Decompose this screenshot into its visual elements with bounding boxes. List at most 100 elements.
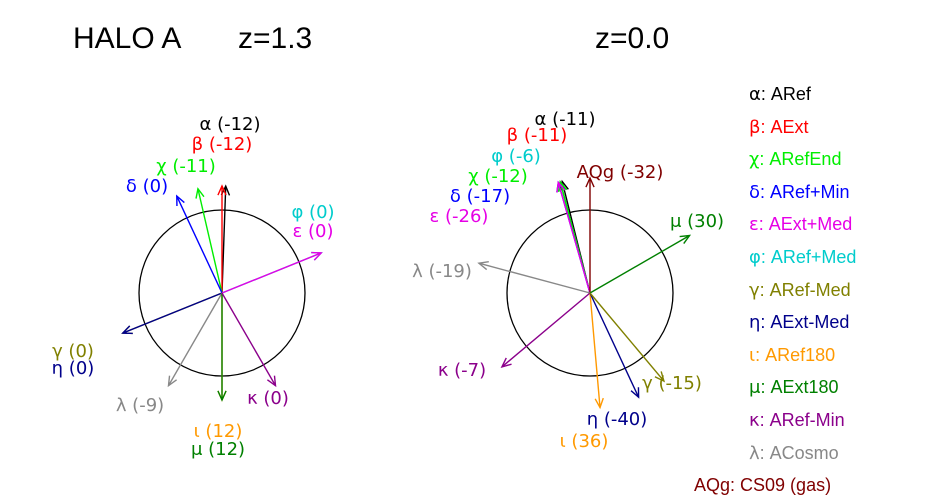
z00-label-kappa: κ (-7) bbox=[438, 360, 486, 381]
redshift-right-title: z=0.0 bbox=[595, 22, 670, 55]
legend-symbol: β bbox=[749, 116, 761, 138]
z13-arrow-eps bbox=[221, 252, 322, 294]
z00-arrowhead-chi bbox=[557, 180, 568, 192]
legend-symbol: χ bbox=[749, 149, 760, 171]
z13-label-delta: δ (0) bbox=[126, 176, 168, 197]
halo-title: HALO A bbox=[73, 22, 182, 55]
z00-arrow-eps bbox=[557, 182, 591, 294]
legend-symbol: μ bbox=[749, 377, 761, 399]
z00-label-eta: η (-40) bbox=[587, 409, 648, 430]
legend-text: : ACosmo bbox=[759, 442, 839, 463]
z00-arrow-gamma bbox=[589, 292, 665, 382]
z13-label-lambda: λ (-9) bbox=[116, 395, 164, 416]
z00-arrowhead-lambda bbox=[477, 260, 489, 271]
z00-label-lambda: λ (-19) bbox=[412, 261, 472, 282]
z13-arrow-lambda bbox=[167, 292, 223, 387]
legend-text: : ARef+Min bbox=[760, 181, 850, 202]
z00-label-chi: χ (-12) bbox=[468, 166, 528, 187]
z00-arrow-eta bbox=[589, 292, 640, 398]
z00-label-beta: β (-11) bbox=[507, 125, 568, 146]
z13-arrow-chi bbox=[197, 188, 223, 294]
z13-arrow-delta bbox=[176, 195, 223, 294]
z13-arrowhead-eps bbox=[311, 251, 323, 261]
z13-arrow-kappa bbox=[221, 292, 277, 387]
legend-text: : ARef bbox=[760, 84, 811, 104]
legend-text: : ARef+Med bbox=[760, 247, 857, 267]
legend-item: α: ARef bbox=[749, 84, 811, 105]
z00-label-alpha: α (-11) bbox=[534, 109, 595, 130]
z00-arrowhead-aqg bbox=[585, 176, 595, 188]
z00-label-iota: ι (36) bbox=[560, 431, 609, 452]
legend-text: : CS09 (gas) bbox=[730, 475, 832, 496]
z00-label-phi: φ (-6) bbox=[491, 146, 541, 167]
legend-text: : AExt180 bbox=[760, 377, 839, 398]
legend-text: : ARefEnd bbox=[759, 149, 842, 170]
z00-arrowhead-alpha bbox=[559, 179, 569, 192]
legend-symbol: ε bbox=[749, 214, 759, 236]
legend-symbol: η bbox=[749, 312, 761, 334]
legend-symbol: κ bbox=[749, 410, 760, 431]
z00-label-eps: ε (-26) bbox=[430, 206, 489, 227]
legend-text: : ARef180 bbox=[755, 344, 836, 365]
z13-label-chi: χ (-11) bbox=[156, 156, 216, 177]
z00-label-aqg: AQg (-32) bbox=[577, 162, 664, 183]
z13-arrowhead-lambda bbox=[167, 375, 178, 388]
z13-label-mu: μ (12) bbox=[191, 439, 245, 460]
z13-arrowhead-kappa bbox=[266, 375, 277, 388]
legend-symbol: α bbox=[749, 84, 761, 105]
z13-label-phi: φ (0) bbox=[291, 202, 334, 223]
z13-arrowhead-beta bbox=[217, 184, 227, 196]
z13-arrowhead-chi bbox=[195, 187, 205, 199]
z13-label-gamma: γ (0) bbox=[52, 341, 94, 362]
legend-text: : ARef-Med bbox=[759, 279, 851, 300]
legend-item: φ: ARef+Med bbox=[749, 247, 856, 268]
z00-label-mu: μ (30) bbox=[670, 211, 724, 232]
legend-text: : AExt bbox=[760, 116, 809, 137]
legend-symbol: δ bbox=[749, 181, 761, 203]
legend-symbol: γ bbox=[749, 279, 760, 301]
z00-arrowhead-eta bbox=[630, 387, 640, 399]
legend-item: κ: ARef-Min bbox=[749, 410, 845, 431]
legend-item: η: AExt-Med bbox=[749, 312, 849, 333]
z00-arrowhead-iota bbox=[594, 397, 604, 410]
legend-item: AQg: CS09 (gas) bbox=[694, 475, 831, 496]
legend-symbol: AQg bbox=[694, 475, 731, 496]
z13-arrowhead-alpha bbox=[220, 184, 231, 196]
z00-arrowhead-kappa bbox=[500, 357, 512, 369]
legend-item: ι: ARef180 bbox=[749, 345, 835, 366]
legend-item: β: AExt bbox=[749, 117, 809, 138]
z00-arrowhead-gamma bbox=[654, 371, 666, 383]
z13-label-iota: ι (12) bbox=[194, 421, 243, 442]
z13-arrow-eta bbox=[122, 292, 223, 334]
z13-label-eta: η (0) bbox=[52, 358, 95, 379]
legend-text: : AExt+Med bbox=[758, 214, 853, 235]
z00-label-gamma: γ (-15) bbox=[642, 373, 702, 394]
z00-arrow-mu bbox=[589, 234, 690, 294]
z13-label-alpha: α (-12) bbox=[199, 114, 260, 135]
diagram-z00: α (-11)β (-11)φ (-6)χ (-12)δ (-17)ε (-26… bbox=[412, 109, 724, 452]
legend-item: χ: ARefEnd bbox=[749, 149, 841, 170]
z13-arrowhead-delta bbox=[176, 194, 185, 207]
diagram-z13: α (-12)β (-12)χ (-11)δ (0) φ (0)ε (0) γ (0… bbox=[52, 114, 335, 460]
z13-label-kappa: κ (0) bbox=[247, 388, 289, 409]
z13-label-beta: β (-12) bbox=[192, 134, 253, 155]
legend-item: μ: AExt180 bbox=[749, 377, 839, 398]
legend-text: : ARef-Min bbox=[759, 410, 845, 430]
z13-arrowhead-mu bbox=[217, 390, 227, 402]
z00-arrow-iota bbox=[589, 292, 601, 408]
z00-arrow-lambda bbox=[478, 262, 591, 294]
redshift-left-title: z=1.3 bbox=[238, 22, 313, 55]
legend-symbol: λ bbox=[749, 442, 760, 464]
legend-item: ε: AExt+Med bbox=[749, 214, 852, 235]
legend-item: δ: ARef+Min bbox=[749, 182, 850, 203]
z00-arrowhead-mu bbox=[679, 234, 692, 245]
z00-arrowhead-eps bbox=[556, 180, 566, 193]
z13-arrowhead-eta bbox=[121, 325, 133, 335]
z00-label-delta: δ (-17) bbox=[450, 186, 510, 207]
legend-symbol: φ bbox=[749, 247, 761, 268]
legend-item: γ: ARef-Med bbox=[749, 280, 851, 301]
z13-label-eps: ε (0) bbox=[293, 221, 334, 242]
legend-text: : AExt-Med bbox=[760, 312, 850, 333]
z00-arrow-kappa bbox=[501, 292, 591, 368]
